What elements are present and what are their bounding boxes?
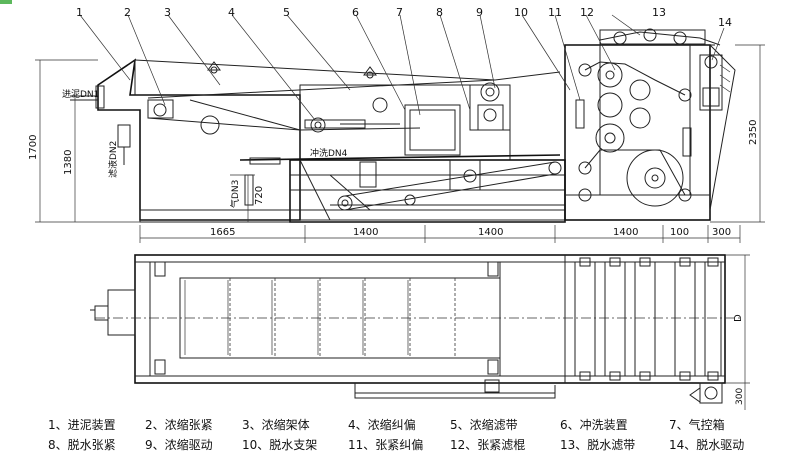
callout-6: 6 (352, 6, 359, 19)
pipe-label-flush: 冲洗DN4 (310, 147, 348, 159)
callout-12: 12 (580, 6, 594, 19)
legend-item-9: 9、浓缩驱动 (145, 437, 213, 452)
callout-14: 14 (718, 16, 732, 29)
callout-leaders (79, 14, 725, 121)
callout-5: 5 (283, 6, 290, 19)
legend-item-10: 10、脱水支架 (242, 437, 317, 452)
callout-13: 13 (652, 6, 666, 19)
dim-height-inlet: 1380 (63, 150, 74, 175)
legend-item-2: 2、浓缩张紧 (145, 417, 213, 432)
callout-numbers: 1 2 3 4 5 6 7 8 9 10 11 12 13 14 (76, 6, 732, 29)
pipe-label-gas: 气DN3 (229, 180, 241, 208)
legend-item-11: 11、张紧纠偏 (348, 437, 423, 452)
callout-3: 3 (164, 6, 171, 19)
callout-10: 10 (514, 6, 528, 19)
callout-8: 8 (436, 6, 443, 19)
legend-item-12: 12、张紧滤棍 (450, 438, 525, 452)
dim-height-total: 1700 (28, 135, 39, 160)
corner-accent (0, 0, 12, 4)
dim-width-6: 300 (712, 227, 731, 238)
dim-height-low: 720 (254, 186, 265, 205)
callout-4: 4 (228, 6, 235, 19)
legend-item-8: 8、脱水张紧 (48, 437, 116, 452)
callout-2: 2 (124, 6, 131, 19)
dim-width-2: 1400 (353, 227, 378, 238)
legend-item-6: 6、冲洗装置 (560, 417, 628, 432)
horizontal-dimensions (139, 225, 741, 243)
dim-width-3: 1400 (478, 227, 503, 238)
callout-1: 1 (76, 6, 83, 19)
dim-width-4: 1400 (613, 227, 638, 238)
pipe-label-inlet: 进泥DN1 (62, 89, 99, 100)
legend-item-1: 1、进泥装置 (48, 418, 116, 432)
legend-item-5: 5、浓缩滤带 (450, 417, 518, 432)
legend-item-7: 7、气控箱 (669, 417, 725, 432)
plan-dimensions (725, 254, 750, 410)
legend-item-4: 4、浓缩纠偏 (348, 417, 416, 432)
callout-7: 7 (396, 6, 403, 19)
dim-offset-bottom: 300 (735, 388, 745, 405)
dim-width-1: 1665 (210, 227, 235, 238)
plan-view (90, 254, 740, 404)
legend-item-14: 14、脱水驱动 (669, 437, 744, 452)
vertical-dimensions (35, 44, 765, 223)
legend: 1、进泥装置 2、浓缩张紧 3、浓缩架体 4、浓缩纠偏 5、浓缩滤带 6、冲洗装… (48, 417, 744, 452)
dim-depth: D (733, 314, 744, 322)
legend-item-3: 3、浓缩架体 (242, 417, 310, 432)
dim-height-right: 2350 (748, 120, 759, 145)
callout-11: 11 (548, 6, 562, 19)
pipe-label-drain: 滤液DN2 (107, 141, 119, 178)
callout-9: 9 (476, 6, 483, 19)
elevation-view (70, 28, 736, 223)
dim-width-5: 100 (670, 227, 689, 238)
legend-item-13: 13、脱水滤带 (560, 437, 635, 452)
